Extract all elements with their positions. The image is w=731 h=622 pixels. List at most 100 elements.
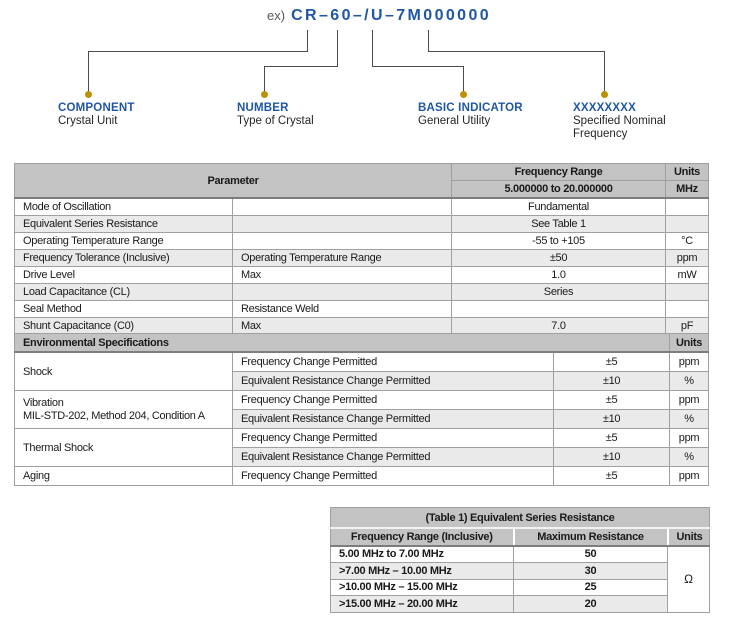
- table-row: >10.00 MHz – 15.00 MHz 25: [330, 578, 710, 596]
- example-prefix: ex): [267, 8, 286, 23]
- unit-cell: ppm: [669, 466, 710, 486]
- table-row: Aging Frequency Change Permitted ±5 ppm: [14, 466, 710, 486]
- value-cell: [451, 300, 666, 318]
- value-cell: 7.0: [451, 317, 666, 335]
- value-cell: 1.0: [451, 266, 666, 284]
- callout-component: COMPONENT Crystal Unit: [58, 102, 135, 128]
- sub-param-cell: [232, 283, 452, 301]
- connector-line: [88, 51, 89, 91]
- max-resistance-header-cell: Maximum Resistance: [512, 527, 668, 547]
- connector-line: [428, 51, 605, 52]
- callout-number: NUMBER Type of Crystal: [237, 102, 314, 128]
- table-row: Seal Method Resistance Weld: [14, 300, 709, 318]
- spec-cell: Frequency Change Permitted: [232, 466, 554, 486]
- table-row: >15.00 MHz – 20.00 MHz 20: [330, 595, 710, 613]
- sub-param-cell: [232, 232, 452, 250]
- spec-cell: Frequency Change Permitted: [232, 351, 554, 372]
- range-cell: >10.00 MHz – 15.00 MHz: [330, 578, 514, 596]
- group-cell-aging: Aging: [14, 466, 233, 486]
- table-row: Equivalent Resistance Change Permitted ±…: [15, 409, 710, 429]
- part-number: CR–60–/U–7M000000: [291, 7, 492, 24]
- unit-cell: [665, 197, 709, 216]
- parameter-header-cell: Parameter: [14, 163, 452, 199]
- value-cell: See Table 1: [451, 215, 666, 233]
- callout-subtitle: General Utility: [418, 115, 491, 127]
- param-cell: Shunt Capacitance (C0): [14, 317, 233, 335]
- sub-param-cell: Operating Temperature Range: [232, 249, 452, 267]
- resistance-table: (Table 1) Equivalent Series Resistance F…: [330, 507, 710, 613]
- connector-line: [337, 30, 338, 67]
- connector-line: [88, 51, 308, 52]
- table-row: >7.00 MHz – 10.00 MHz 30: [330, 562, 710, 580]
- units-header-cell: Units: [669, 333, 710, 353]
- param-cell: Frequency Tolerance (Inclusive): [14, 249, 233, 267]
- unit-cell: %: [669, 409, 710, 429]
- unit-cell: %: [669, 447, 710, 467]
- env-title-cell: Environmental Specifications: [13, 333, 671, 353]
- value-cell: ±5: [552, 466, 671, 486]
- value-cell: 30: [513, 562, 668, 580]
- table-row: Drive Level Max 1.0 mW: [14, 266, 709, 284]
- callout-dot-icon: [601, 91, 608, 98]
- table-row: Shunt Capacitance (C0) Max 7.0 pF: [14, 317, 709, 335]
- environmental-table: Environmental Specifications Units Shock…: [13, 333, 710, 486]
- connector-line: [264, 66, 338, 67]
- value-cell: ±10: [552, 371, 671, 391]
- table-row: Load Capacitance (CL) Series: [14, 283, 709, 301]
- connector-line: [307, 30, 308, 52]
- spec-cell: Equivalent Resistance Change Permitted: [232, 371, 554, 391]
- value-cell: ±5: [552, 390, 671, 410]
- table-row: Thermal Shock Frequency Change Permitted…: [14, 428, 710, 467]
- table-row: Shock Frequency Change Permitted ±5 ppm: [14, 351, 710, 391]
- value-cell: -55 to +105: [451, 232, 666, 250]
- table-row: Frequency Tolerance (Inclusive) Operatin…: [14, 249, 709, 267]
- spec-cell: Frequency Change Permitted: [232, 428, 554, 448]
- unit-cell: [665, 300, 709, 318]
- sub-param-cell: [232, 197, 452, 216]
- callout-title: COMPONENT: [58, 102, 135, 114]
- table-row: Equivalent Series Resistance See Table 1: [14, 215, 709, 233]
- table-header-row: 5.000000 to 20.000000 MHz: [15, 180, 709, 199]
- frequency-range-value-cell: 5.000000 to 20.000000: [451, 180, 666, 199]
- value-cell: Series: [451, 283, 666, 301]
- group-name: Vibration: [23, 396, 64, 409]
- spec-cell: Frequency Change Permitted: [232, 390, 554, 410]
- units-value-cell: MHz: [665, 180, 709, 199]
- value-cell: 20: [513, 595, 668, 613]
- table-row: Vibration MIL-STD-202, Method 204, Condi…: [14, 390, 710, 429]
- group-cell-shock: Shock: [14, 351, 233, 391]
- spec-cell: Equivalent Resistance Change Permitted: [232, 447, 554, 467]
- callout-subtitle: Type of Crystal: [237, 115, 314, 127]
- table-row: Equivalent Resistance Change Permitted ±…: [15, 371, 710, 391]
- unit-cell: %: [669, 371, 710, 391]
- value-cell: 50: [513, 545, 668, 563]
- unit-cell: ppm: [669, 428, 710, 448]
- sub-param-cell: Max: [232, 266, 452, 284]
- value-cell: ±5: [552, 351, 671, 372]
- unit-cell-ohm: Ω: [667, 545, 710, 613]
- connector-line: [372, 30, 373, 67]
- group-condition: MIL-STD-202, Method 204, Condition A: [23, 409, 205, 422]
- callout-title: NUMBER: [237, 102, 289, 114]
- sub-param-cell: Resistance Weld: [232, 300, 452, 318]
- callout-frequency: XXXXXXXX Specified Nominal Frequency: [573, 102, 666, 141]
- callout-subtitle: Specified Nominal: [573, 115, 666, 127]
- range-header-cell: Frequency Range (Inclusive): [330, 527, 514, 547]
- value-cell: ±10: [552, 447, 671, 467]
- param-cell: Load Capacitance (CL): [14, 283, 233, 301]
- table-title-row: (Table 1) Equivalent Series Resistance: [330, 507, 710, 529]
- value-cell: 25: [513, 578, 668, 596]
- callout-basic-indicator: BASIC INDICATOR General Utility: [418, 102, 523, 128]
- value-cell: ±50: [451, 249, 666, 267]
- range-cell: 5.00 MHz to 7.00 MHz: [330, 545, 514, 563]
- param-cell: Drive Level: [14, 266, 233, 284]
- connector-line: [372, 66, 464, 67]
- unit-cell: ppm: [669, 390, 710, 410]
- unit-cell: pF: [665, 317, 709, 335]
- unit-cell: [665, 215, 709, 233]
- unit-cell: [665, 283, 709, 301]
- sub-param-cell: Max: [232, 317, 452, 335]
- frequency-range-header-cell: Frequency Range: [451, 163, 666, 181]
- callout-subtitle: Crystal Unit: [58, 115, 118, 127]
- group-cell-thermal-shock: Thermal Shock: [14, 428, 233, 467]
